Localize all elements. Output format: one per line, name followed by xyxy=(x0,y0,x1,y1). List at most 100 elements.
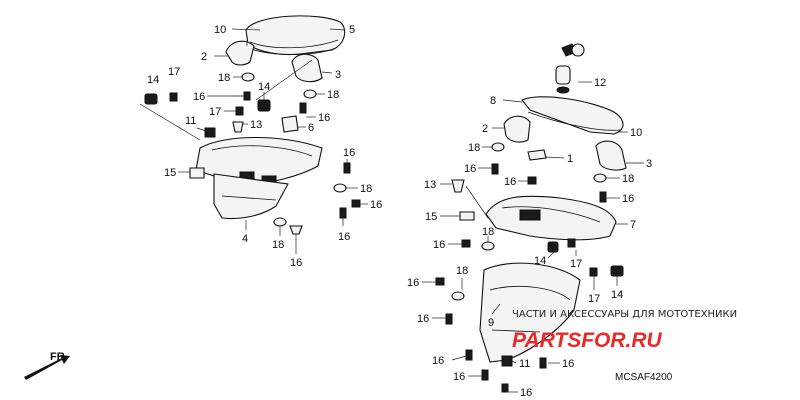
callout-16e-right: 16 xyxy=(407,277,419,289)
right-washer-b xyxy=(593,173,607,183)
right-screw-16h xyxy=(539,357,547,369)
right-screw-17a xyxy=(567,238,576,248)
right-clip-15 xyxy=(459,211,475,221)
callout-16j-right: 16 xyxy=(520,387,532,399)
fr-label: FR. xyxy=(50,351,68,363)
left-nut-14b xyxy=(257,99,271,112)
callout-18b-right: 18 xyxy=(622,173,634,185)
left-washer-a xyxy=(241,72,255,82)
callout-17a-left: 17 xyxy=(168,66,180,78)
callout-14b-left: 14 xyxy=(258,81,270,93)
callout-3-right: 3 xyxy=(646,158,652,170)
right-washer-c xyxy=(481,241,495,251)
left-hinge-3 xyxy=(291,53,323,83)
callout-14b-right: 14 xyxy=(611,289,623,301)
callout-14a-left: 14 xyxy=(147,74,159,86)
left-hinge-2 xyxy=(225,40,255,66)
callout-3-left: 3 xyxy=(335,69,341,81)
fr-arrow-icon xyxy=(24,355,70,380)
right-clip-11 xyxy=(501,355,513,367)
right-nut-14b xyxy=(610,265,624,277)
callout-11-left: 11 xyxy=(185,115,196,127)
callout-10-right: 10 xyxy=(630,127,642,139)
callout-16e-left: 16 xyxy=(338,231,350,243)
callout-18a-right: 18 xyxy=(468,142,480,154)
left-latch-6 xyxy=(281,115,299,133)
front-direction-indicator: FR. xyxy=(24,351,70,380)
left-washer-c xyxy=(333,183,347,193)
right-gasket-10 xyxy=(527,111,621,131)
callout-17b-right: 17 xyxy=(588,293,600,305)
callout-17b-left: 17 xyxy=(209,106,221,118)
right-screw-16j xyxy=(501,383,509,393)
right-lid-8 xyxy=(521,96,624,135)
right-screw-17b xyxy=(589,267,598,277)
callout-9-right: 9 xyxy=(488,317,494,329)
callout-16c-left: 16 xyxy=(343,147,355,159)
right-washer-a xyxy=(491,142,505,152)
watermark: ЧАСТИ И АКСЕССУАРЫ ДЛЯ МОТОТЕХНИКИ PARTS… xyxy=(512,309,737,352)
left-screw-16c xyxy=(343,162,351,174)
callout-5-left: 5 xyxy=(349,24,355,36)
right-screw-16a xyxy=(491,163,499,175)
callout-16f-right: 16 xyxy=(417,313,429,325)
right-assembly xyxy=(422,43,644,393)
right-callouts: 12 8 2 10 18 1 16 3 18 13 16 16 15 7 16 … xyxy=(407,77,652,399)
callout-1-right: 1 xyxy=(567,153,573,165)
left-clip-11 xyxy=(204,127,216,138)
left-clip-15 xyxy=(189,167,205,179)
callout-15-right: 15 xyxy=(425,211,437,223)
left-washer-d xyxy=(273,217,287,227)
left-washer-b xyxy=(303,89,317,99)
callout-15-left: 15 xyxy=(164,167,176,179)
callout-2-left: 2 xyxy=(201,51,207,63)
callout-16h-right: 16 xyxy=(562,358,574,370)
right-screw-16b xyxy=(599,191,607,203)
left-nut-14a xyxy=(144,93,158,105)
left-callouts: 10 5 2 3 18 18 14 17 16 17 14 11 13 6 16… xyxy=(147,24,382,269)
right-lock-cylinder xyxy=(555,65,571,85)
right-screw-16f xyxy=(445,313,453,325)
left-screw-17a xyxy=(169,92,178,102)
watermark-text: ЧАСТИ И АКСЕССУАРЫ ДЛЯ МОТОТЕХНИКИ xyxy=(512,309,737,320)
callout-16b-right: 16 xyxy=(504,176,516,188)
left-pocket-4 xyxy=(213,173,289,220)
callout-18b-left: 18 xyxy=(327,89,339,101)
right-hinge-3 xyxy=(595,140,627,171)
callout-16a-left: 16 xyxy=(193,91,205,103)
callout-16d-right: 16 xyxy=(433,239,445,251)
right-hinge-2 xyxy=(503,115,531,143)
left-screw-16a xyxy=(243,91,251,101)
left-screw-17b xyxy=(235,106,244,116)
callout-17a-right: 17 xyxy=(570,258,582,270)
callout-16b-left: 16 xyxy=(318,112,330,124)
right-washer-d xyxy=(451,291,465,301)
right-screw-16d xyxy=(461,239,471,248)
right-latch-1 xyxy=(527,149,547,161)
left-assembly xyxy=(139,15,368,254)
right-screw-16e xyxy=(435,277,445,286)
callout-16i-right: 16 xyxy=(453,371,465,383)
callout-4-left: 4 xyxy=(242,233,248,245)
left-screw-16d xyxy=(351,199,361,208)
callout-10-left: 10 xyxy=(214,24,226,36)
right-screw-16i xyxy=(481,369,489,381)
left-lid xyxy=(245,15,346,56)
callout-16d-left: 16 xyxy=(370,199,382,211)
callout-18c-left: 18 xyxy=(360,183,372,195)
left-screw-16e xyxy=(339,207,347,219)
watermark-brand: PARTSFOR.RU xyxy=(512,329,663,352)
callout-13-left: 13 xyxy=(250,119,262,131)
callout-6-left: 6 xyxy=(308,122,314,134)
callout-7-right: 7 xyxy=(630,219,636,231)
callout-16g-right: 16 xyxy=(432,355,444,367)
left-screw-16f xyxy=(289,225,303,235)
callout-12-right: 12 xyxy=(594,77,606,89)
key-ring xyxy=(571,43,585,57)
right-screw-16g xyxy=(465,349,473,361)
left-plug-13 xyxy=(232,121,244,133)
right-screw-16c xyxy=(527,176,537,185)
callout-18c-right: 18 xyxy=(482,226,494,238)
